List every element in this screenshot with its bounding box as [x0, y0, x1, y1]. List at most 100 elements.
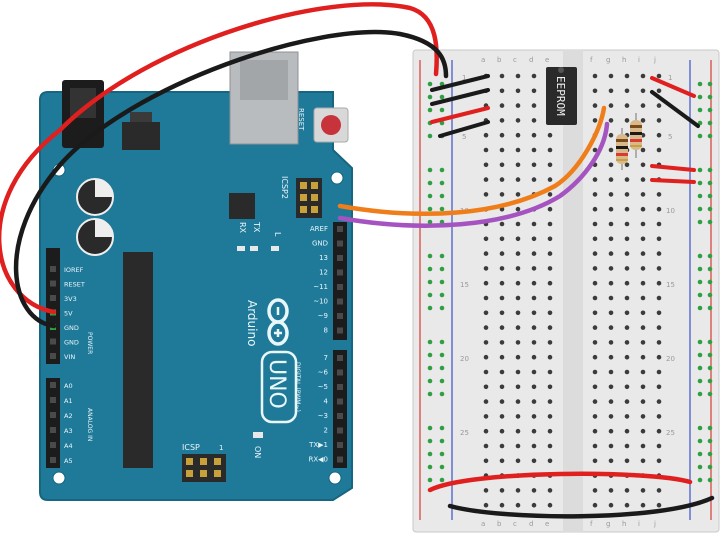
power-pin-1[interactable]	[50, 280, 56, 287]
digital-bottom-label-7: RX◀0	[309, 456, 329, 464]
digital-top-pin-4[interactable]	[337, 284, 343, 290]
rail-hole-g1-k1-c4	[707, 81, 713, 87]
wire-black-jumper-1[interactable]	[430, 74, 490, 92]
led-l-label: L	[273, 232, 282, 237]
breadboard-hole-r14-c10	[656, 266, 662, 271]
digital-top-pin-3[interactable]	[337, 269, 343, 276]
analog-pin-4[interactable]	[50, 442, 56, 448]
rail-hole-g5-k1-c2	[439, 425, 445, 431]
digital-top-pin-0[interactable]	[337, 226, 343, 232]
digital-bottom-pin-5[interactable]	[337, 427, 343, 434]
wire-black-bottom-rail-bridge[interactable]	[447, 495, 715, 519]
breadboard-hole-r15-c7	[608, 280, 614, 286]
digital-bottom-pin-3[interactable]	[337, 398, 343, 405]
breadboard-hole-r29-c10	[656, 488, 662, 493]
rail-hole-g3-k5-c4	[707, 305, 713, 311]
breadboard-hole-r27-c6	[592, 458, 598, 464]
power-pin-2[interactable]	[50, 295, 56, 301]
digital-bottom-pin-0[interactable]	[337, 355, 343, 361]
wire-red-jumper-right-1[interactable]	[650, 76, 696, 98]
breadboard-hole-r25-c10	[656, 428, 662, 434]
rail-hole-g4-k5-c1	[427, 391, 433, 397]
wire-purple-a5[interactable]	[337, 121, 610, 228]
wire-orange-a4[interactable]	[337, 105, 607, 216]
rail-hole-g5-k3-c4	[707, 451, 713, 457]
digital-top-pin-2[interactable]	[337, 255, 343, 261]
rail-hole-g2-k2-c4	[707, 180, 713, 186]
rail-hole-g4-k1-c3	[697, 339, 703, 345]
breadboard-hole-r15-c8	[624, 280, 630, 286]
wire-red-jumper-right-3[interactable]	[650, 164, 696, 172]
eeprom-notch	[558, 67, 564, 73]
rail-hole-g1-k1-c2	[439, 81, 445, 87]
row-number-5-right: 5	[668, 133, 672, 141]
power-pin-6[interactable]	[50, 353, 56, 359]
icsp-pin-1-1	[200, 470, 207, 477]
reset-button-cap[interactable]	[321, 115, 341, 135]
analog-pin-2[interactable]	[50, 412, 56, 418]
wire-black-jumper-4[interactable]	[438, 120, 490, 138]
power-pin-0[interactable]	[50, 266, 56, 272]
digital-bottom-pin-4[interactable]	[337, 413, 343, 419]
wire-red-bottom-rail-bridge[interactable]	[427, 471, 693, 493]
breadboard-hole-r11-c7	[608, 221, 614, 227]
digital-bottom-pin-2[interactable]	[337, 384, 343, 390]
digital-bottom-pin-7[interactable]	[337, 456, 343, 463]
resistor-1	[616, 128, 628, 170]
eeprom-chip-body	[546, 67, 577, 125]
arduino-logo-right-loop	[267, 320, 289, 346]
breadboard-hole-r23-c3	[515, 399, 521, 404]
breadboard-hole-r16-c8	[624, 295, 630, 301]
led-l	[271, 246, 279, 251]
breadboard-hole-r22-c9	[640, 384, 646, 390]
reset-button[interactable]	[313, 107, 349, 143]
rail-hole-g2-k3-c2	[439, 193, 445, 199]
breadboard-hole-r30-c1	[483, 502, 489, 508]
digital-bottom-pin-6[interactable]	[337, 442, 343, 448]
wire-black-jumper-2[interactable]	[430, 88, 490, 106]
row-number-25: 25	[460, 429, 469, 437]
rail-hole-g2-k3-c1	[427, 193, 433, 199]
led-on	[253, 432, 263, 438]
breadboard-hole-r30-c2	[499, 502, 505, 508]
breadboard-hole-r11-c8	[624, 221, 630, 227]
analog-pin-5[interactable]	[50, 457, 56, 463]
breadboard-center-channel	[563, 50, 583, 532]
breadboard-hole-r17-c6	[592, 310, 598, 316]
wire-red-5v[interactable]	[0, 2, 440, 315]
resistor-1-band-4	[616, 159, 628, 161]
breadboard-hole-r11-c9	[640, 221, 646, 227]
analog-pin-3[interactable]	[50, 427, 56, 433]
breadboard-hole-r9-c9	[640, 192, 646, 197]
analog-pin-0[interactable]	[50, 382, 56, 388]
digital-top-pin-5[interactable]	[337, 298, 343, 305]
col-letter-b-bottom: b	[497, 520, 502, 528]
rail-hole-g5-k3-c1	[427, 451, 433, 457]
breadboard-hole-r18-c6	[592, 325, 598, 330]
digital-top-pin-1[interactable]	[337, 240, 343, 247]
breadboard-hole-r4-c9	[640, 118, 646, 123]
analog-pin-1[interactable]	[50, 397, 56, 403]
power-pin-5[interactable]	[50, 338, 56, 345]
rail-hole-g2-k1-c2	[439, 167, 445, 173]
breadboard-hole-r27-c1	[483, 458, 489, 464]
breadboard-hole-r23-c2	[499, 399, 505, 404]
wire-black-jumper-right-2[interactable]	[650, 90, 700, 128]
col-letter-h-bottom: h	[622, 520, 626, 528]
analog-pin-label-4: A4	[64, 442, 73, 450]
wire-red-jumper-3[interactable]	[430, 106, 490, 124]
rail-hole-g2-k3-c4	[707, 193, 713, 199]
digital-top-pin-7[interactable]	[337, 327, 343, 334]
breadboard-hole-r24-c1	[483, 414, 489, 419]
breadboard-hole-r7-c7	[608, 162, 614, 168]
wire-black-gnd[interactable]	[13, 29, 449, 329]
digital-top-pin-6[interactable]	[337, 313, 343, 319]
wire-red-jumper-right-4[interactable]	[650, 178, 696, 184]
rail-hole-g2-k4-c4	[707, 206, 713, 212]
digital-bottom-label-4: ~3	[318, 412, 328, 420]
digital-bottom-pin-1[interactable]	[337, 369, 343, 376]
resistor-2-band-1	[630, 125, 642, 128]
breadboard-hole-r16-c9	[640, 295, 646, 301]
